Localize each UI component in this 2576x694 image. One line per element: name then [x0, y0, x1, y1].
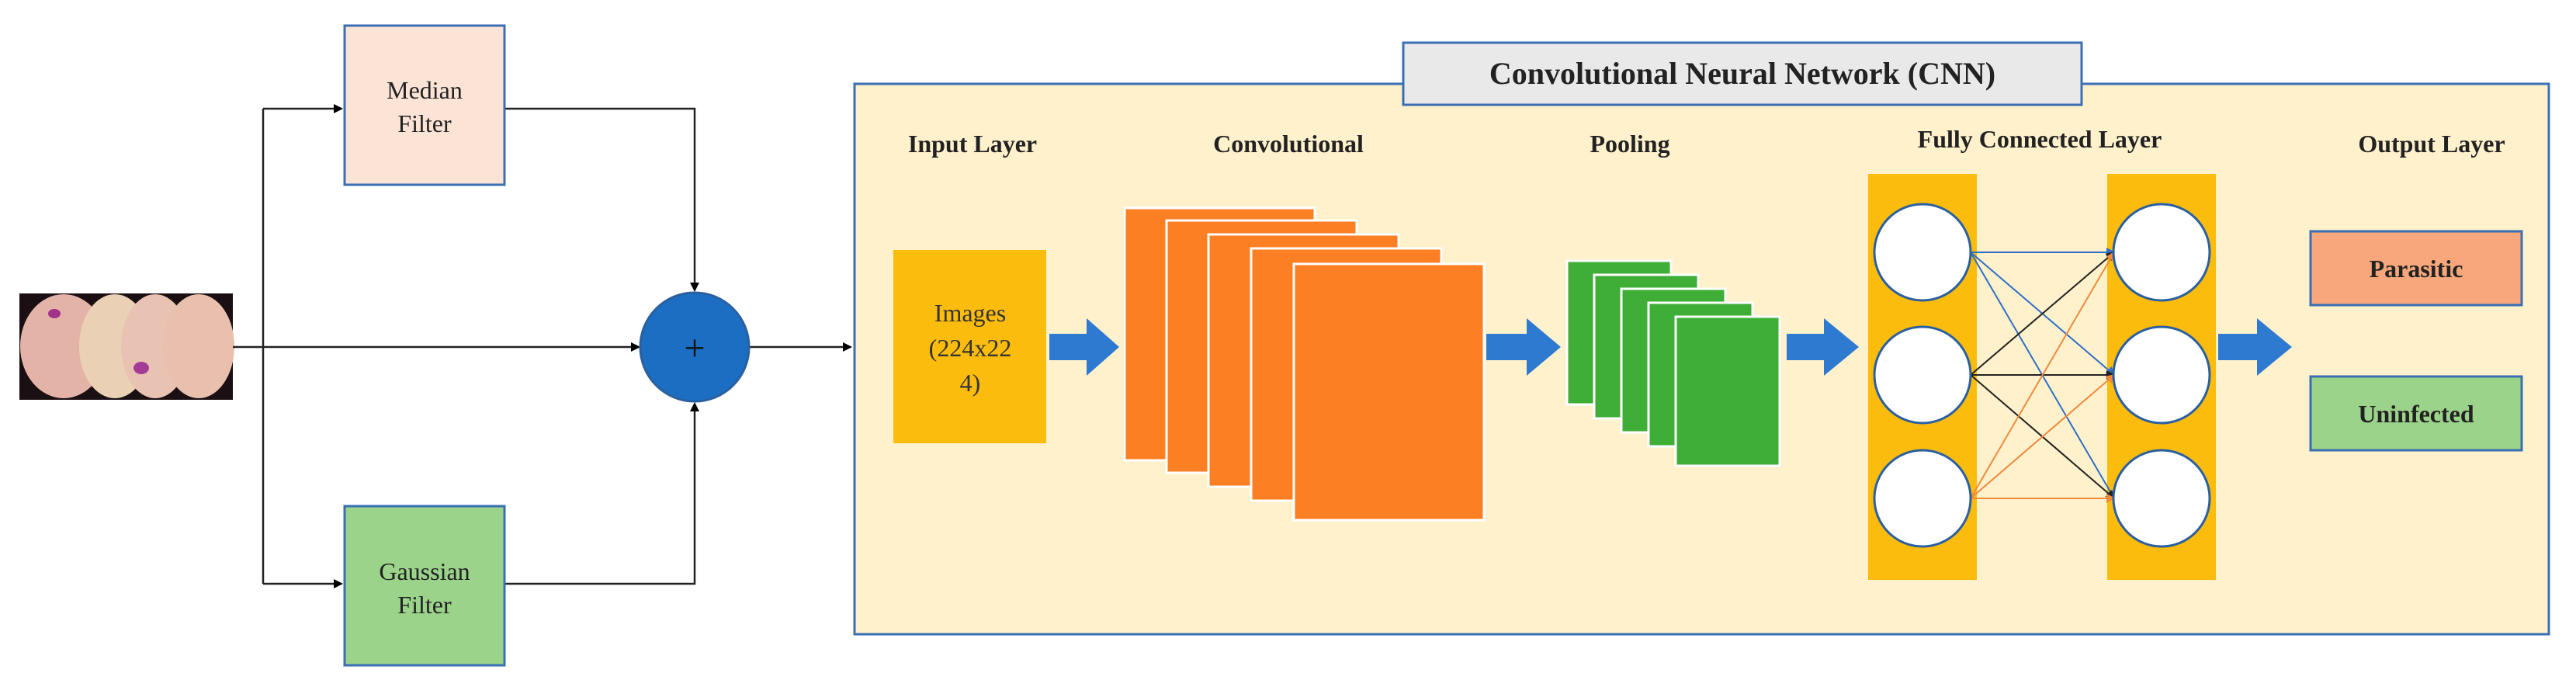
- connectors: [233, 104, 852, 588]
- cnn-title: Convolutional Neural Network (CNN): [1489, 56, 1995, 91]
- median-filter-label-line1: Median: [387, 76, 463, 104]
- output-uninfected-label: Uninfected: [2358, 400, 2474, 428]
- output-boxes: Parasitic Uninfected: [2309, 230, 2523, 452]
- heading-convolutional: Convolutional: [1213, 130, 1364, 158]
- input-images-box: Images (224x22 4): [893, 250, 1046, 443]
- input-label-line2: (224x22: [929, 334, 1012, 362]
- heading-output-layer: Output Layer: [2358, 130, 2505, 158]
- fc-connections: [1970, 248, 2116, 503]
- output-parasitic-box: [2309, 230, 2523, 307]
- layer-headings: Input Layer Convolutional Pooling Fully …: [908, 125, 2505, 158]
- neuron-l3: [1873, 449, 1972, 548]
- convolutional-feature-maps: [1123, 206, 1486, 522]
- median-filter-label-line2: Filter: [397, 109, 452, 137]
- combine-node: +: [639, 291, 751, 403]
- neuron-r2: [2112, 325, 2211, 425]
- neuron-l1: [1873, 203, 1972, 302]
- gaussian-filter-label-line2: Filter: [397, 591, 452, 619]
- fully-connected-layer: [1868, 174, 2216, 580]
- heading-input-layer: Input Layer: [908, 130, 1037, 158]
- heading-fully-connected: Fully Connected Layer: [1918, 125, 2162, 153]
- gaussian-filter-label-line1: Gaussian: [379, 557, 470, 585]
- output-uninfected-box: [2309, 375, 2523, 452]
- block-arrow-1: [1049, 318, 1119, 376]
- heading-pooling: Pooling: [1590, 130, 1669, 158]
- block-arrow-2: [1486, 318, 1561, 376]
- block-arrows: [1049, 318, 2292, 376]
- neuron-l2: [1873, 325, 1972, 425]
- conv-map-5: [1292, 262, 1486, 522]
- gaussian-filter-box: Gaussian Filter: [343, 505, 506, 667]
- output-parasitic-label: Parasitic: [2370, 255, 2463, 283]
- cell-images-strip: [19, 293, 234, 400]
- cell-image-4: [163, 294, 234, 398]
- block-arrow-4: [2218, 318, 2292, 376]
- fc-neurons: [1873, 203, 2211, 548]
- plus-icon: +: [684, 328, 705, 369]
- input-label-line1: Images: [934, 299, 1006, 327]
- pooling-feature-maps: [1565, 259, 1781, 467]
- median-filter-box: Median Filter: [343, 24, 506, 186]
- input-label-line3: 4): [960, 369, 981, 397]
- neuron-r1: [2112, 203, 2211, 302]
- block-arrow-3: [1787, 318, 1859, 376]
- neuron-r3: [2112, 449, 2211, 548]
- pool-map-5: [1674, 315, 1781, 467]
